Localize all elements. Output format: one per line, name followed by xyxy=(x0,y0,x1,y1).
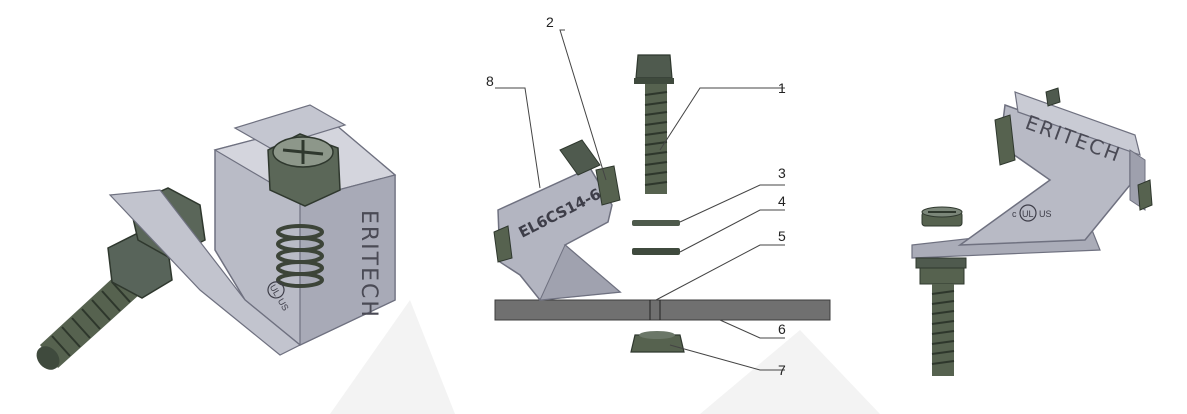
callout-1: 1 xyxy=(778,80,786,96)
right-cert-mark: c UL US xyxy=(1012,204,1052,222)
svg-text:UL: UL xyxy=(268,283,282,298)
callout-2: 2 xyxy=(546,14,554,30)
callout-8: 8 xyxy=(486,73,494,89)
callout-5: 5 xyxy=(778,228,786,244)
watermark-shape xyxy=(700,330,880,414)
middle-exploded-view: EL6CS14-6 1 2 3 4 5 6 7 8 xyxy=(486,14,831,378)
left-top-screw xyxy=(267,133,341,207)
left-threaded-bolt xyxy=(36,262,150,370)
left-brand-label: ERITECH xyxy=(356,210,381,319)
svg-text:UL: UL xyxy=(1022,209,1034,219)
exploded-bolt xyxy=(634,54,674,194)
callout-4: 4 xyxy=(778,193,786,209)
exploded-clamp-body: EL6CS14-6 xyxy=(493,139,622,301)
washer-4 xyxy=(632,248,680,255)
svg-text:US: US xyxy=(1039,209,1052,219)
right-vertical-bolt xyxy=(915,206,967,376)
callout-3: 3 xyxy=(778,165,786,181)
svg-text:c: c xyxy=(1012,209,1017,219)
washer-3 xyxy=(632,220,680,226)
right-clamp-view: ERITECH c UL US xyxy=(911,87,1153,376)
callout-6: 6 xyxy=(778,321,786,337)
left-clamp-view: ERITECH UL US xyxy=(36,104,397,370)
callout-7: 7 xyxy=(778,362,786,378)
base-plate xyxy=(494,299,831,321)
left-spring xyxy=(276,224,324,288)
left-cert-mark: UL US xyxy=(267,281,291,312)
callout-leaders xyxy=(495,29,785,371)
watermark-shape xyxy=(330,300,455,414)
